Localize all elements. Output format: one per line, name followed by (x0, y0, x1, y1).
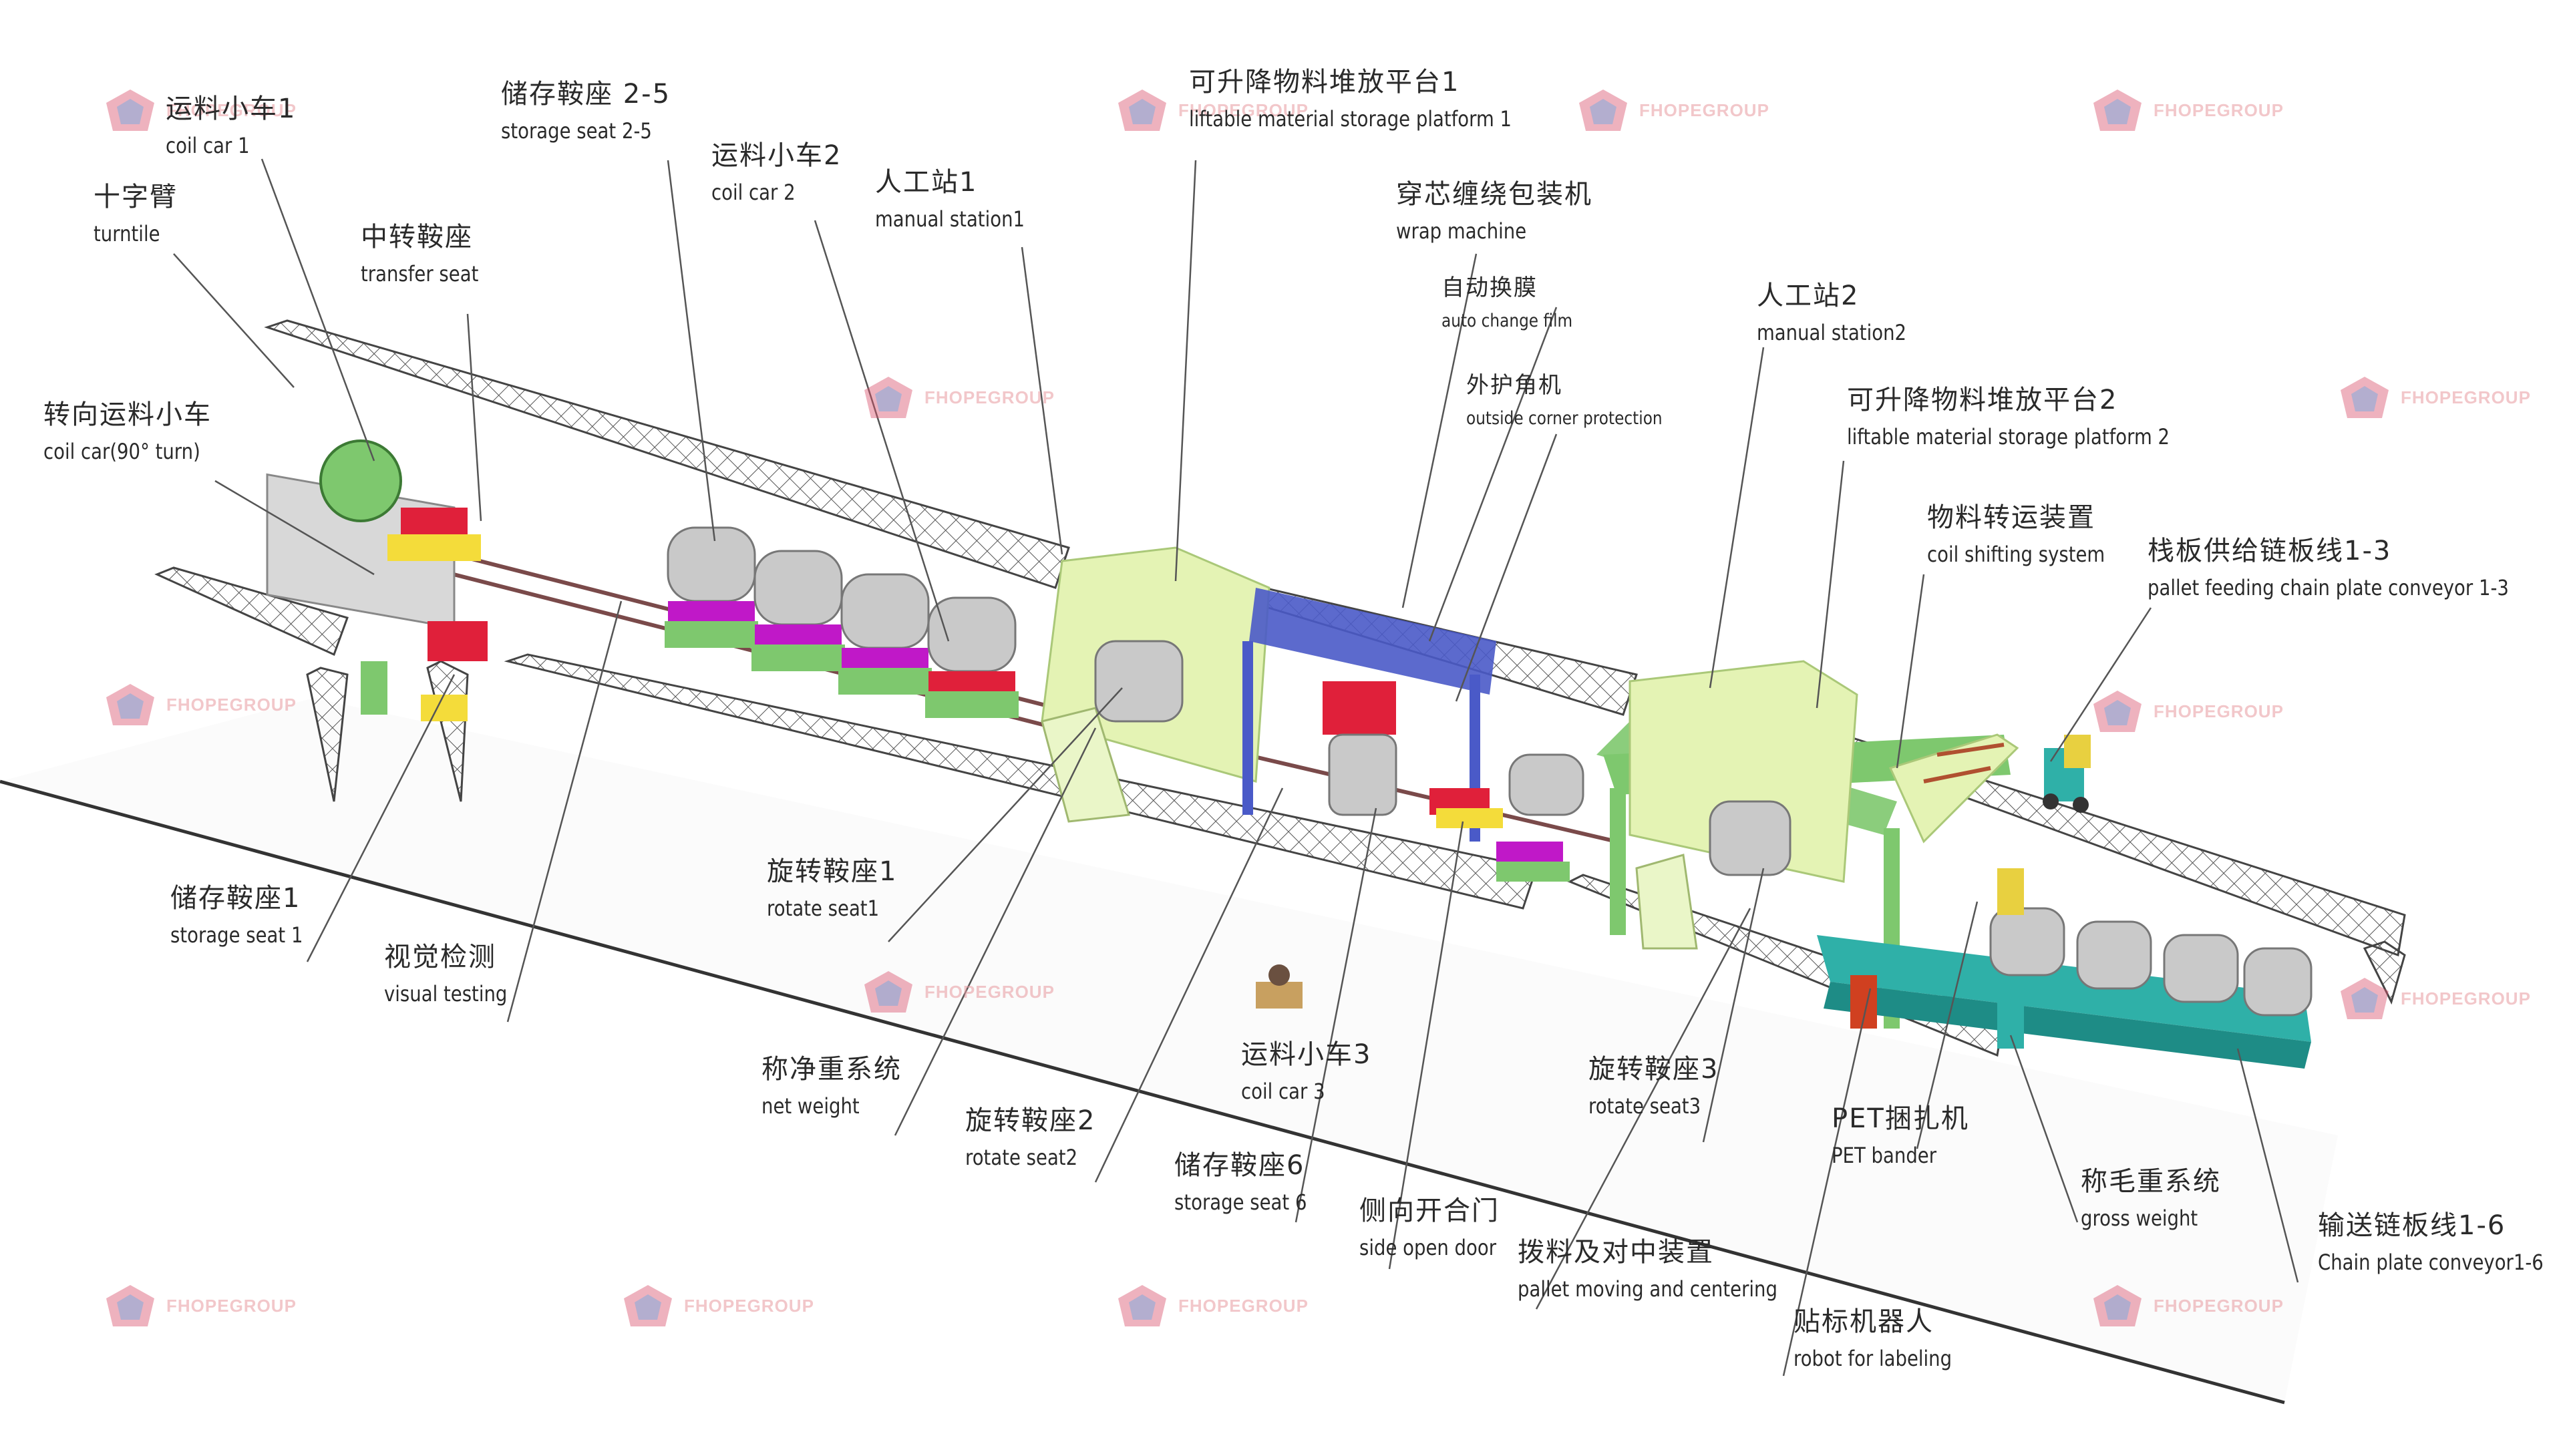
label-liftable-platform-2: 可升降物料堆放平台2 liftable material storage pla… (1847, 385, 2170, 449)
watermark-logo: FHOPEGROUP (104, 681, 297, 728)
label-auto-change-film: 自动换膜 auto change film (1441, 275, 1573, 332)
watermark-logo: FHOPEGROUP (862, 968, 1055, 1015)
fhope-logo-icon (106, 684, 154, 725)
fhope-logo-icon (2341, 377, 2389, 418)
fhope-logo-icon (106, 89, 154, 131)
label-coil-car-2: 运料小车2 coil car 2 (711, 140, 842, 205)
watermark-logo: FHOPEGROUP (1116, 1282, 1309, 1329)
fhope-logo-icon (1118, 1285, 1166, 1326)
chain-plate-conveyor (1817, 868, 2313, 1069)
label-manual-station-1: 人工站1 manual station1 (875, 167, 1025, 232)
leader-lines (173, 158, 2299, 1377)
wrap-machine (1242, 588, 1503, 842)
label-rotate-seat-3: 旋转鞍座3 rotate seat3 (1588, 1054, 1719, 1119)
storage-seats-2-5 (665, 526, 1019, 718)
label-liftable-platform-1: 可升降物料堆放平台1 liftable material storage pla… (1189, 67, 1512, 132)
label-gross-weight: 称毛重系统 gross weight (2081, 1166, 2221, 1231)
operator-desk (1256, 964, 1303, 1009)
fhope-logo-icon (864, 377, 912, 418)
storage-seat-6 (1496, 753, 1584, 882)
watermark-logo: FHOPEGROUP (2091, 87, 2284, 134)
watermark-logo: FHOPEGROUP (621, 1282, 814, 1329)
label-coil-shifting-system: 物料转运装置 coil shifting system (1927, 502, 2105, 567)
label-storage-seat-6: 储存鞍座6 storage seat 6 (1174, 1150, 1307, 1215)
label-chain-plate-conveyor: 输送链板线1-6 Chain plate conveyor1-6 (2318, 1210, 2544, 1275)
pallet-feeding-conveyor (1888, 733, 2091, 844)
label-rotate-seat-2: 旋转鞍座2 rotate seat2 (965, 1105, 1096, 1170)
fhope-logo-icon (624, 1285, 672, 1326)
floor-plane (0, 698, 2338, 1405)
watermark-logo: FHOPEGROUP (104, 87, 297, 134)
fhope-logo-icon (864, 971, 912, 1013)
fhope-logo-icon (1118, 89, 1166, 131)
label-coil-car-3: 运料小车3 coil car 3 (1241, 1039, 1372, 1104)
fhope-logo-icon (106, 1285, 154, 1326)
label-pet-bander: PET捆扎机 PET bander (1832, 1103, 1969, 1168)
fhope-logo-icon (2093, 1285, 2142, 1326)
manual-station-1 (1041, 546, 1270, 823)
watermark-logo: FHOPEGROUP (1116, 87, 1309, 134)
watermark-logo: FHOPEGROUP (104, 1282, 297, 1329)
label-robot-labeling: 贴标机器人 robot for labeling (1793, 1306, 1952, 1371)
watermark-logo: FHOPEGROUP (2091, 1282, 2284, 1329)
label-visual-testing: 视觉检测 visual testing (384, 942, 508, 1007)
label-coil-car-1: 运料小车1 coil car 1 (166, 94, 297, 158)
fhope-logo-icon (1579, 89, 1627, 131)
watermark-logo: FHOPEGROUP (2338, 975, 2531, 1022)
label-coil-car-turn: 转向运料小车 coil car(90° turn) (43, 399, 212, 464)
watermark-logo: FHOPEGROUP (1576, 87, 1769, 134)
label-storage-seat-2-5: 储存鞍座 2-5 storage seat 2-5 (501, 79, 671, 144)
fhope-logo-icon (2093, 89, 2142, 131)
label-pallet-feeding-conveyor: 栈板供给链板线1-3 pallet feeding chain plate co… (2148, 536, 2509, 600)
watermark-logo: FHOPEGROUP (2338, 374, 2531, 421)
fhope-logo-icon (2093, 691, 2142, 732)
turntile-area (266, 439, 488, 721)
label-rotate-seat-1: 旋转鞍座1 rotate seat1 (767, 856, 898, 921)
label-wrap-machine: 穿芯缠绕包装机 wrap machine (1396, 179, 1592, 244)
watermark-logo: FHOPEGROUP (862, 374, 1055, 421)
label-net-weight: 称净重系统 net weight (761, 1054, 902, 1119)
label-transfer-seat: 中转鞍座 transfer seat (361, 222, 479, 287)
fhope-logo-icon (2341, 978, 2389, 1019)
label-outside-corner-protection: 外护角机 outside corner protection (1466, 372, 1663, 429)
label-manual-station-2: 人工站2 manual station2 (1757, 281, 1907, 345)
watermark-logo: FHOPEGROUP (2091, 688, 2284, 735)
label-side-open-door: 侧向开合门 side open door (1359, 1196, 1500, 1260)
label-pallet-moving-centering: 拨料及对中装置 pallet moving and centering (1518, 1237, 1777, 1302)
label-storage-seat-1: 储存鞍座1 storage seat 1 (170, 883, 303, 948)
label-turntile: 十字臂 turntile (94, 182, 178, 246)
